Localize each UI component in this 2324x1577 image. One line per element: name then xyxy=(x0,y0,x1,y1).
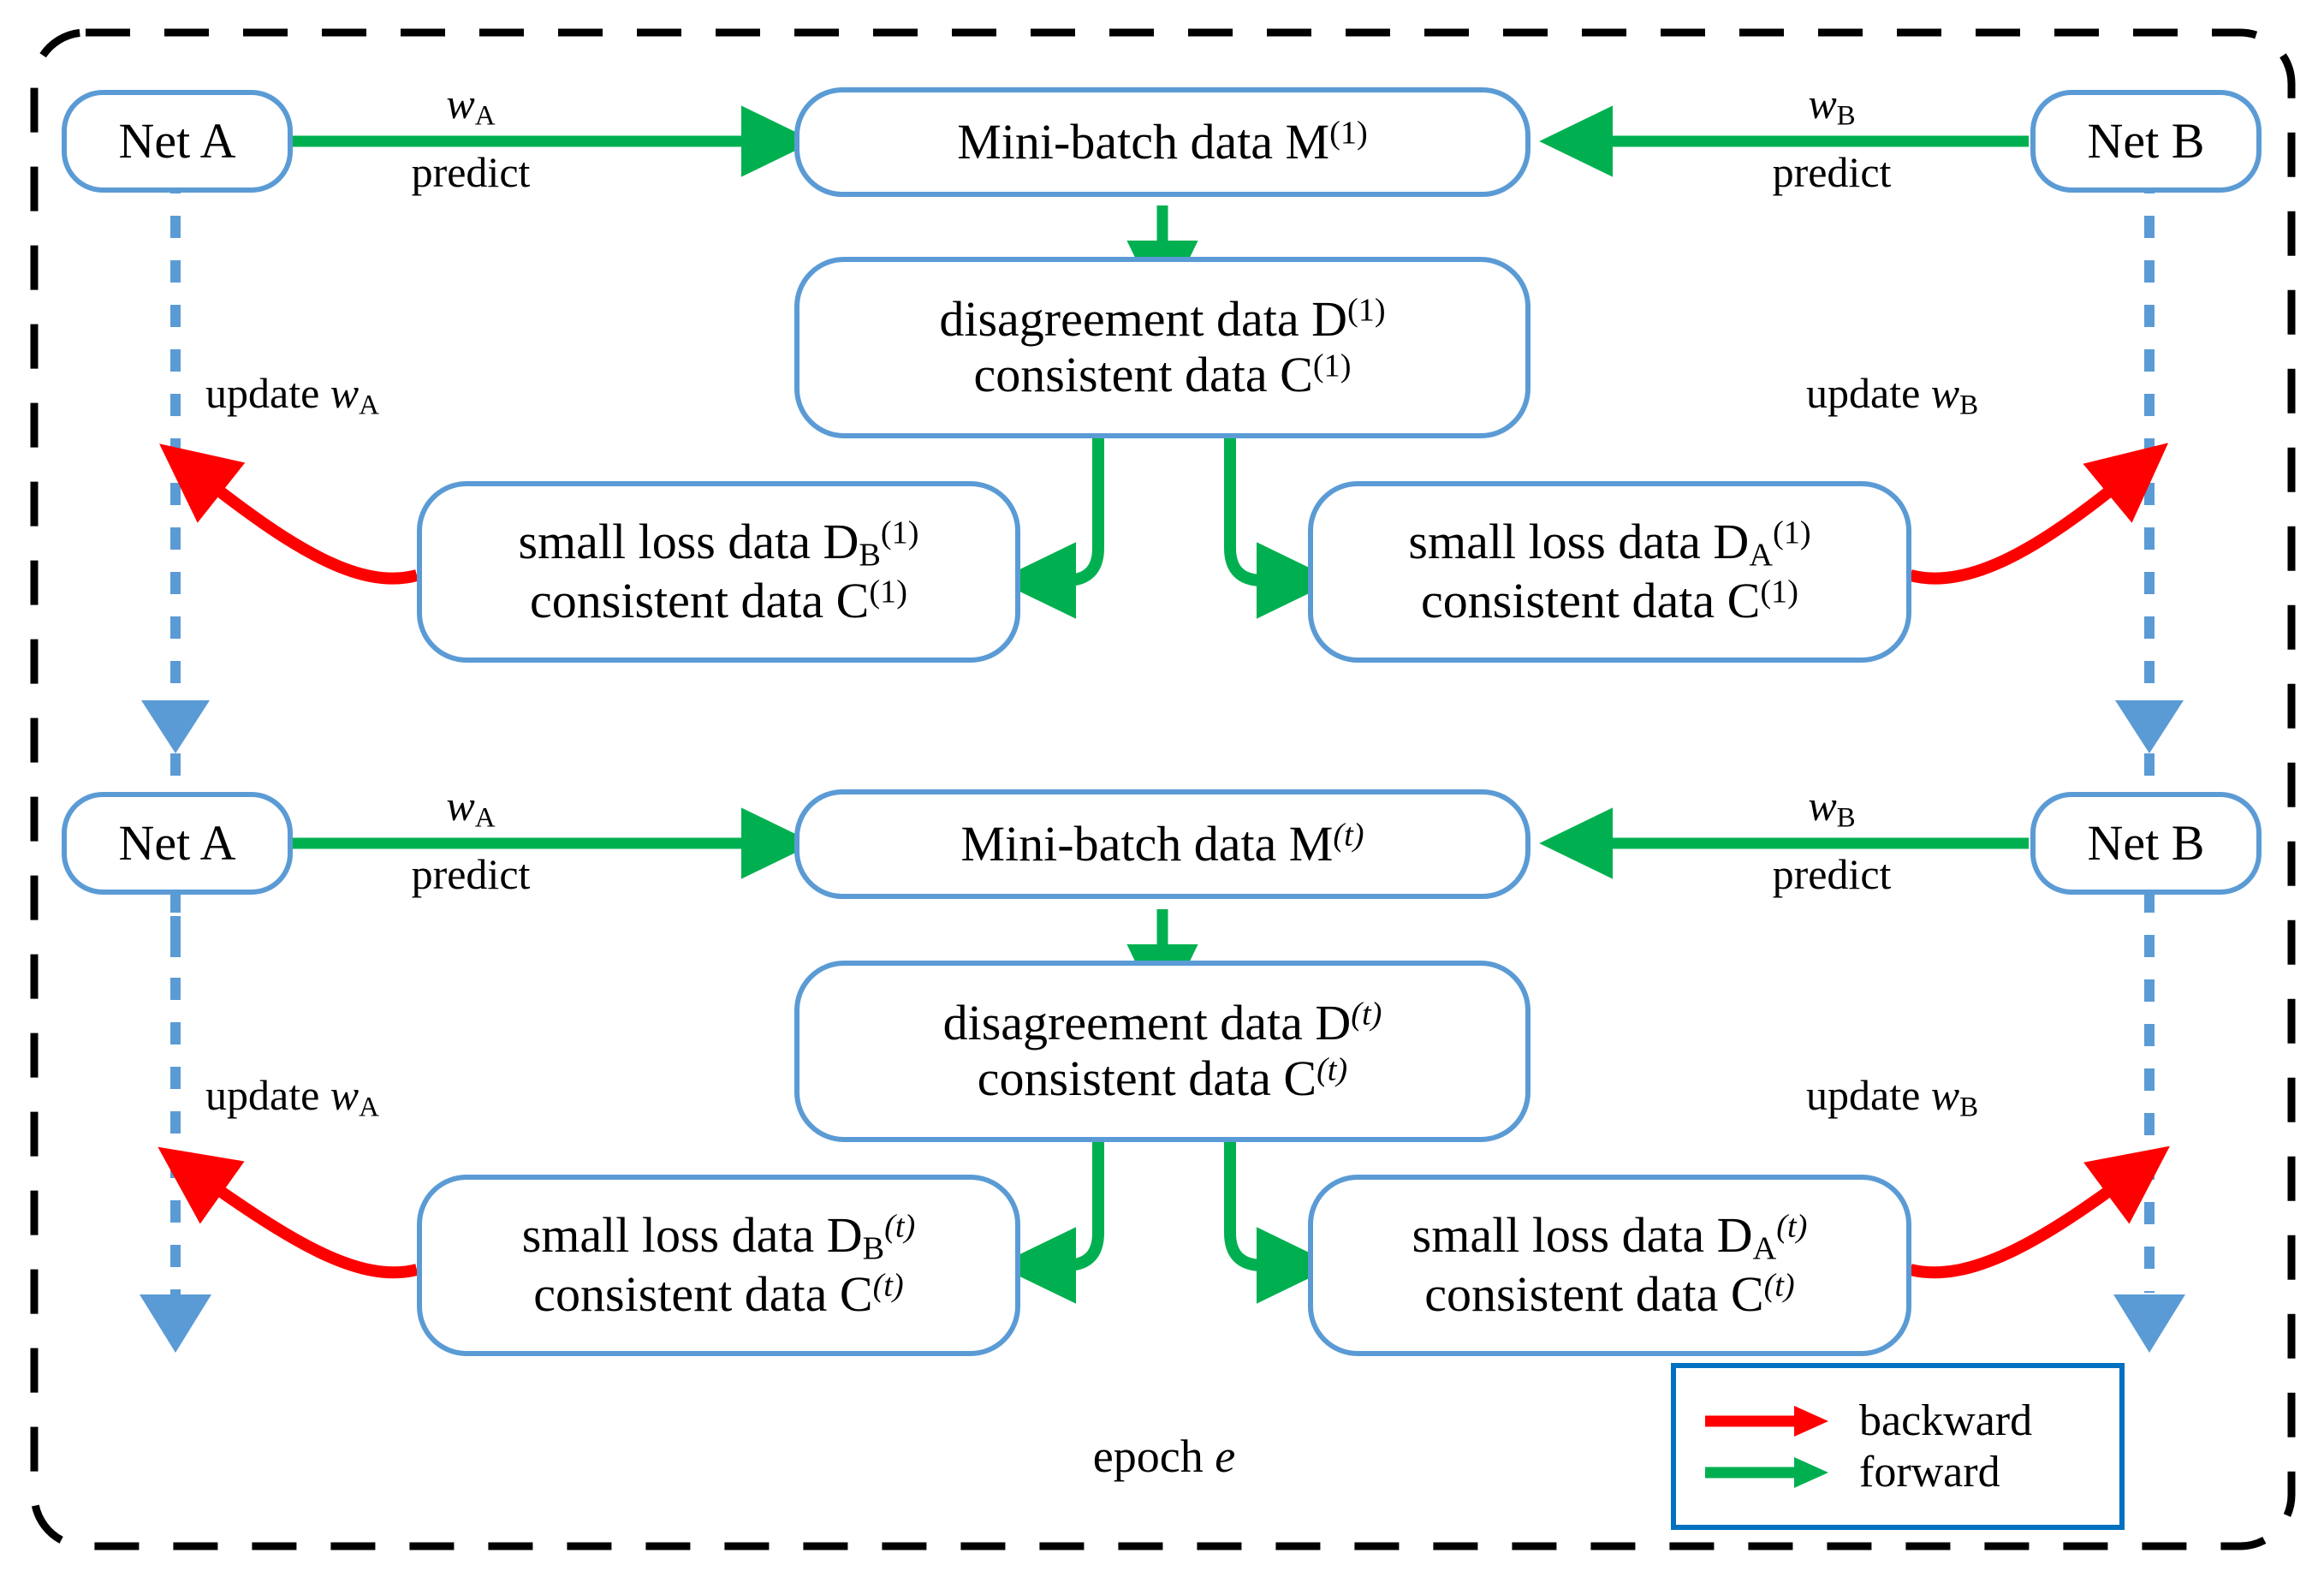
small-loss-da-consistent-row1: consistent data C(1) xyxy=(1421,573,1798,629)
edge-label-wa-row2: wA xyxy=(446,782,496,834)
forward-arrow-split-left-2 xyxy=(996,1113,1104,1304)
small-loss-db-consistent-row1: consistent data C(1) xyxy=(530,573,907,629)
node-net-b-row2[interactable]: Net B xyxy=(2030,792,2262,895)
edge-label-predict-b-row1: predict xyxy=(1772,148,1892,196)
small-loss-da-label-row1: small loss data DA(1) xyxy=(1408,513,1811,574)
epoch-label: epoch e xyxy=(1092,1431,1236,1482)
backward-arrow-left-2 xyxy=(158,1146,419,1279)
disagreement-label-row2: disagreement data D(t) xyxy=(942,995,1382,1051)
disagreement-label-row1: disagreement data D(1) xyxy=(939,291,1386,348)
arrow-right-icon-forward xyxy=(1702,1455,1830,1490)
node-minibatch-row1[interactable]: Mini-batch data M(1) xyxy=(794,87,1531,197)
edge-label-wb-row2: wB xyxy=(1808,782,1856,834)
weight-flow-line-b xyxy=(2113,127,2185,1353)
legend-label-backward: backward xyxy=(1859,1396,2033,1445)
backward-arrow-right-2 xyxy=(1909,1146,2170,1279)
node-disagreement-row1[interactable]: disagreement data D(1) consistent data C… xyxy=(794,257,1531,438)
update-label-wa-row1: update wA xyxy=(205,369,379,421)
outer-dashed-frame xyxy=(30,28,2296,1550)
minibatch-label-row1: Mini-batch data M(1) xyxy=(957,113,1368,170)
node-small-loss-da-row1[interactable]: small loss data DA(1) consistent data C(… xyxy=(1308,481,1911,663)
update-label-wa-row2: update wA xyxy=(205,1071,379,1123)
small-loss-db-consistent-row2: consistent data C(t) xyxy=(533,1266,904,1323)
net-a-label-row1: Net A xyxy=(118,112,236,169)
legend-item-backward: backward xyxy=(1676,1396,2119,1445)
node-small-loss-db-row2[interactable]: small loss data DB(t) consistent data C(… xyxy=(417,1175,1020,1356)
edge-label-wa-row1: wA xyxy=(446,80,496,132)
update-label-wb-row1: update wB xyxy=(1806,369,1979,421)
consistent-label-row2: consistent data C(t) xyxy=(977,1050,1348,1106)
node-net-a-row2[interactable]: Net A xyxy=(62,792,293,895)
net-b-label-row1: Net B xyxy=(2087,112,2205,169)
backward-arrow-left-1 xyxy=(159,443,419,585)
weight-flow-line-a-row2 xyxy=(140,933,211,1353)
node-minibatch-row2[interactable]: Mini-batch data M(t) xyxy=(794,789,1531,899)
small-loss-db-label-row2: small loss data DB(t) xyxy=(521,1206,916,1267)
edge-label-predict-a-row2: predict xyxy=(411,850,531,898)
node-net-a-row1[interactable]: Net A xyxy=(62,90,293,193)
node-small-loss-da-row2[interactable]: small loss data DA(t) consistent data C(… xyxy=(1308,1175,1911,1356)
edge-label-predict-a-row1: predict xyxy=(411,148,531,196)
minibatch-label-row2: Mini-batch data M(t) xyxy=(960,815,1364,872)
legend-box: backward forward xyxy=(1671,1363,2125,1530)
net-b-label-row2: Net B xyxy=(2087,814,2205,871)
consistent-label-row1: consistent data C(1) xyxy=(973,347,1352,402)
forward-arrow-split-left-1 xyxy=(996,437,1104,619)
backward-arrow-right-1 xyxy=(1909,443,2169,585)
forward-arrow-split-right-1 xyxy=(1224,437,1336,619)
net-a-label-row2: Net A xyxy=(118,814,236,871)
edge-label-wb-row1: wB xyxy=(1808,80,1856,132)
legend-item-forward: forward xyxy=(1676,1448,2119,1497)
node-small-loss-db-row1[interactable]: small loss data DB(1) consistent data C(… xyxy=(417,481,1020,663)
small-loss-da-label-row2: small loss data DA(t) xyxy=(1412,1206,1808,1267)
arrow-right-icon-backward xyxy=(1702,1404,1830,1438)
small-loss-da-consistent-row2: consistent data C(t) xyxy=(1424,1266,1795,1323)
edge-label-predict-b-row2: predict xyxy=(1772,850,1892,898)
legend-label-forward: forward xyxy=(1859,1448,2000,1497)
node-disagreement-row2[interactable]: disagreement data D(t) consistent data C… xyxy=(794,961,1531,1142)
forward-arrow-split-right-2 xyxy=(1224,1113,1336,1304)
small-loss-db-label-row1: small loss data DB(1) xyxy=(518,513,919,574)
update-label-wb-row2: update wB xyxy=(1806,1071,1979,1123)
node-net-b-row1[interactable]: Net B xyxy=(2030,90,2262,193)
